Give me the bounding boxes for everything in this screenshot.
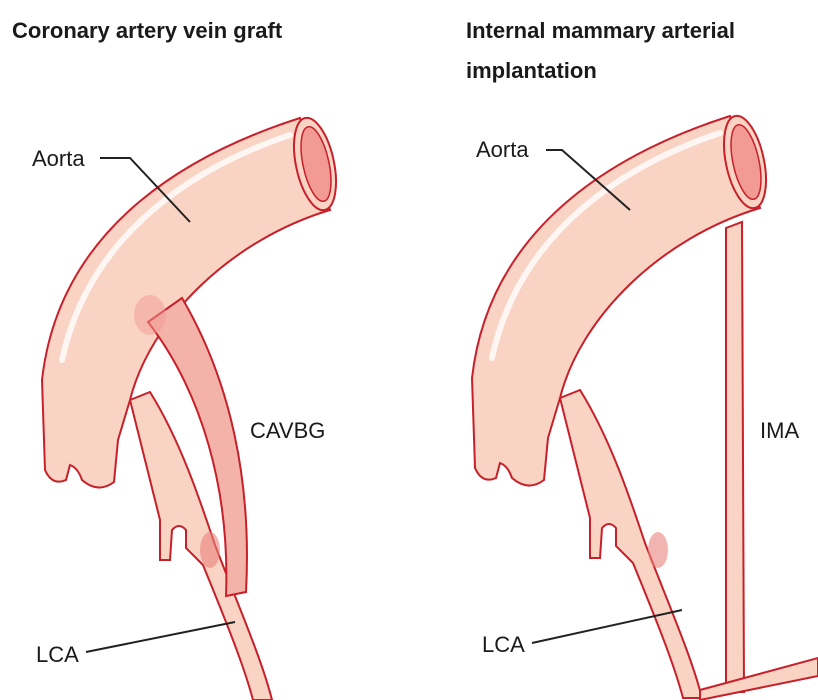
ima-artery	[725, 220, 746, 693]
graft-aorta-anastomosis	[134, 295, 166, 335]
ima-lca-junction	[699, 656, 818, 700]
lca-leader-line	[531, 609, 683, 644]
right-panel-title-line2: implantation	[466, 58, 597, 83]
ima-label: IMA	[760, 418, 800, 443]
left-aorta-illustration	[42, 114, 343, 700]
right-panel-title-line1: Internal mammary arterial	[466, 18, 736, 43]
graft-lca-anastomosis	[200, 532, 220, 568]
cavbg-label: CAVBG	[250, 418, 326, 443]
lca-leader-line	[85, 621, 236, 653]
aorta-leader-line	[546, 149, 631, 211]
left-aorta-label: Aorta	[32, 146, 85, 171]
lca-stenosis	[648, 532, 668, 568]
left-lca-label: LCA	[36, 642, 79, 667]
left-panel-title: Coronary artery vein graft	[12, 18, 283, 43]
right-aorta-label: Aorta	[476, 137, 529, 162]
aorta-leader-line	[100, 157, 191, 223]
right-aorta-illustration	[472, 112, 818, 700]
right-lca-label: LCA	[482, 632, 525, 657]
